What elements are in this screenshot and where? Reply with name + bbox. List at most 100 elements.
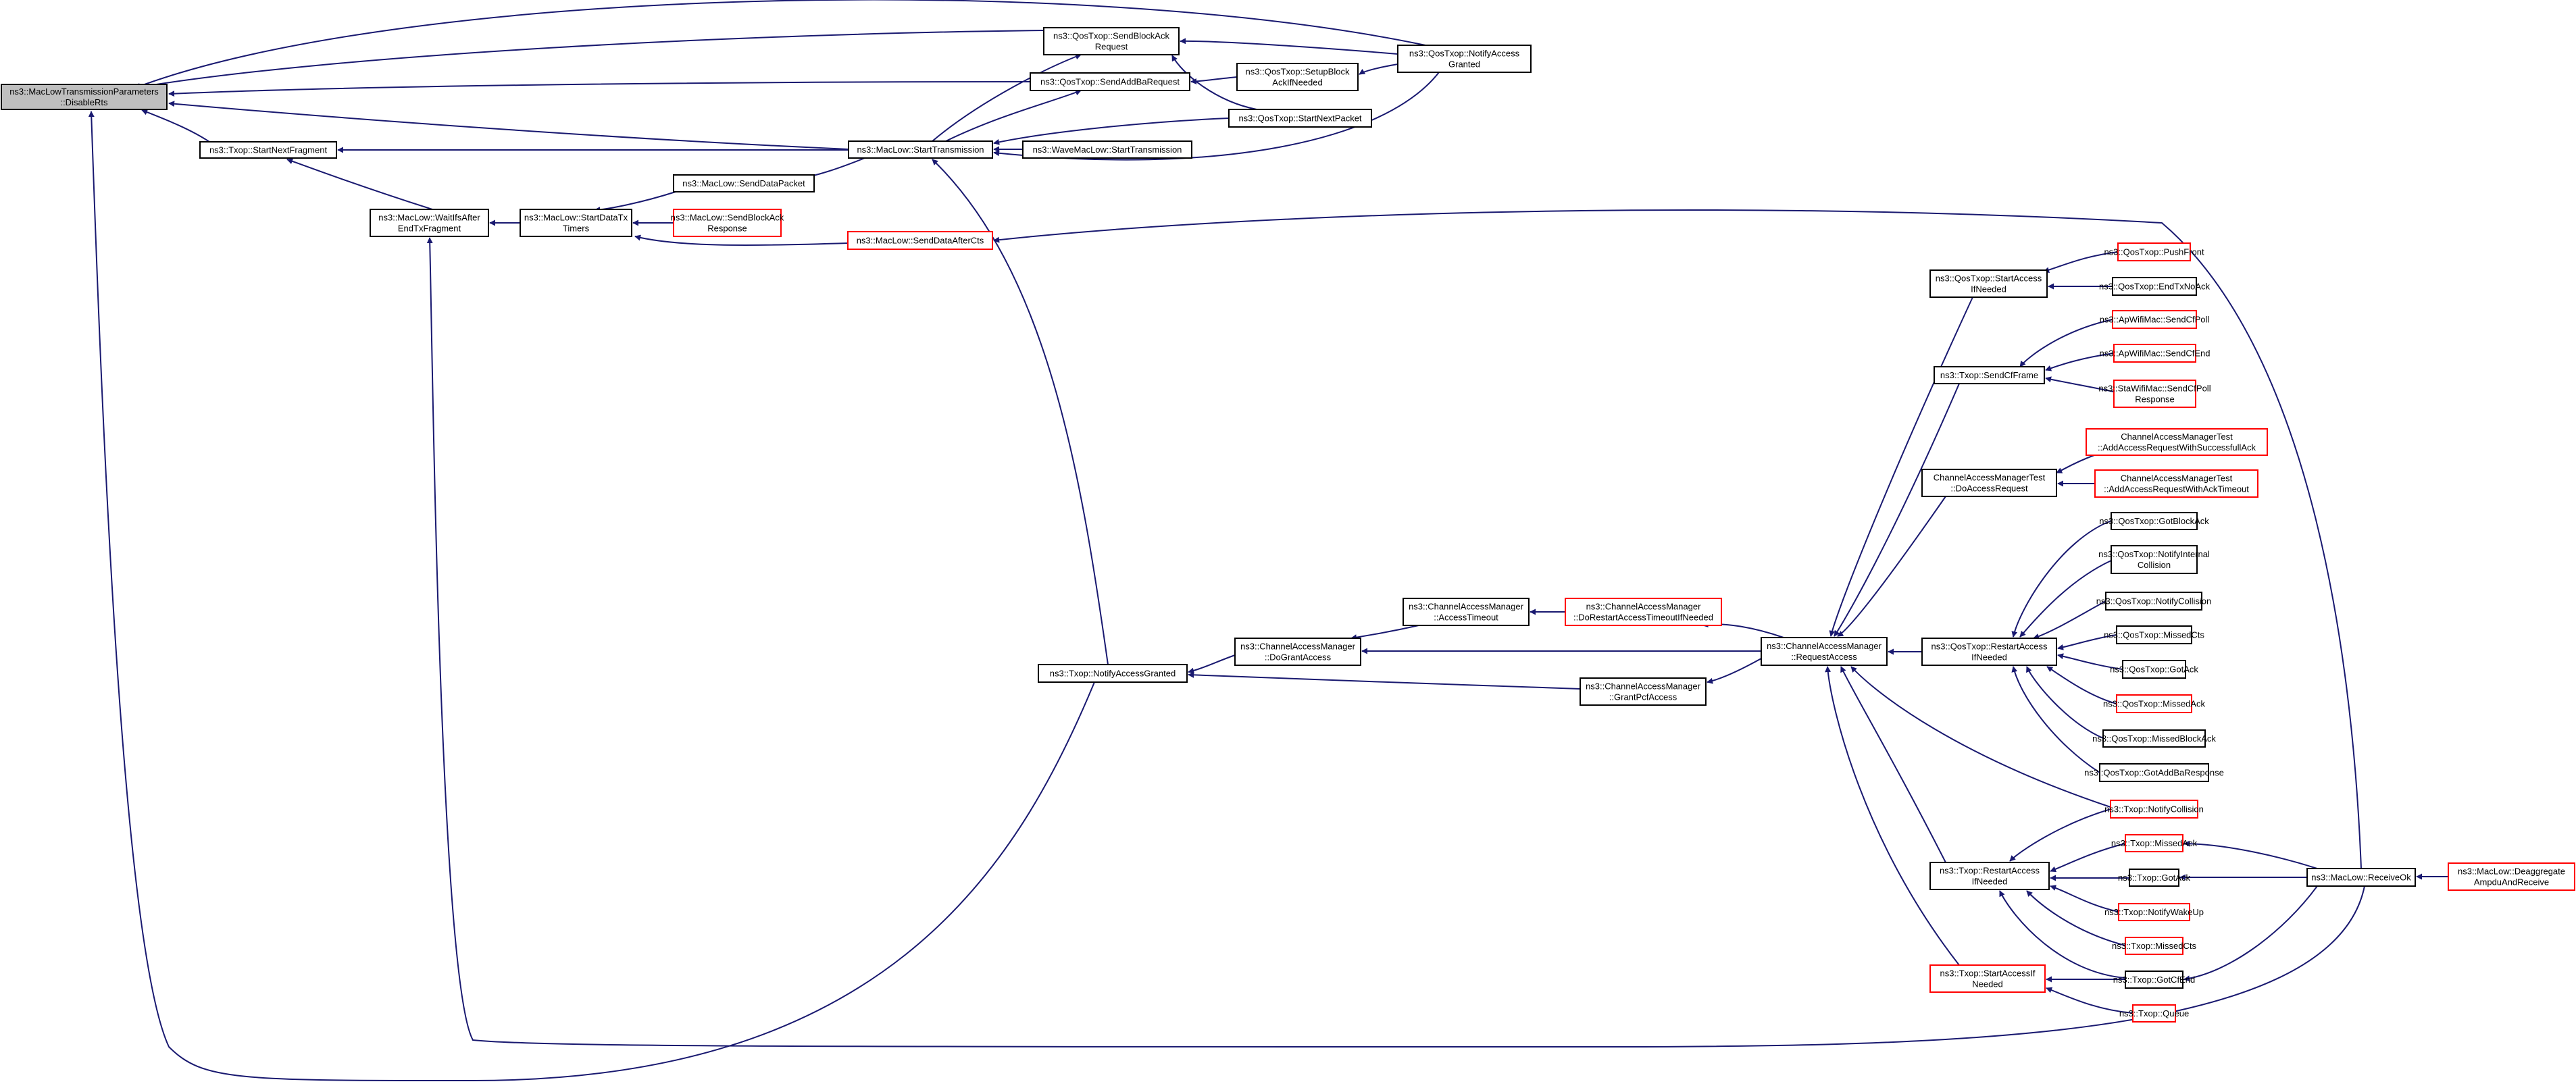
node-wavemaclow_starttransmission[interactable]: ns3::WaveMacLow::StartTransmission — [1022, 140, 1192, 159]
node-txop_sendcfframe[interactable]: ns3::Txop::SendCfFrame — [1934, 366, 2045, 384]
node-box[interactable] — [2117, 242, 2191, 261]
node-box[interactable] — [1043, 27, 1180, 55]
node-txop_missedcts[interactable]: ns3::Txop::MissedCts — [2112, 937, 2196, 955]
node-box[interactable] — [1761, 637, 1888, 666]
node-box[interactable] — [2116, 694, 2192, 713]
node-box[interactable] — [1929, 269, 2048, 298]
node-box[interactable] — [2113, 344, 2196, 363]
node-box[interactable] — [2086, 428, 2268, 456]
node-box[interactable] — [1580, 677, 1707, 706]
node-box[interactable] — [2306, 868, 2416, 887]
node-box[interactable] — [1921, 638, 2057, 666]
node-root[interactable]: ns3::MacLowTransmissionParameters::Disab… — [1, 84, 168, 110]
node-cam_dograntaccess[interactable]: ns3::ChannelAccessManager::DoGrantAccess — [1234, 638, 1361, 666]
node-box[interactable] — [1403, 598, 1530, 626]
node-box[interactable] — [1929, 862, 2050, 890]
node-box[interactable] — [1565, 598, 1722, 626]
node-box[interactable] — [2122, 660, 2186, 679]
node-box[interactable] — [1, 84, 168, 110]
node-box[interactable] — [2112, 277, 2197, 296]
node-qostxop_missedack[interactable]: ns3::QosTxop::MissedAck — [2103, 694, 2205, 713]
node-camtest_addaccessacktimeout[interactable]: ChannelAccessManagerTest::AddAccessReque… — [2094, 469, 2258, 498]
node-box[interactable] — [2113, 380, 2196, 408]
node-qostxop_pushfront[interactable]: ns3::QosTxop::PushFront — [2104, 242, 2204, 261]
node-qostxop_sendaddbarequest[interactable]: ns3::QosTxop::SendAddBaRequest — [1030, 72, 1190, 91]
node-box[interactable] — [848, 140, 993, 159]
node-box[interactable] — [1934, 366, 2045, 384]
node-box[interactable] — [1234, 638, 1361, 666]
node-qostxop_gotaddbaresponse[interactable]: ns3::QosTxop::GotAddBaResponse — [2084, 763, 2224, 782]
node-box[interactable] — [673, 209, 782, 237]
node-box[interactable] — [2110, 800, 2198, 819]
node-cam_requestaccess[interactable]: ns3::ChannelAccessManager::RequestAccess — [1761, 637, 1888, 666]
node-box[interactable] — [520, 209, 632, 237]
node-cam_accesstimeout[interactable]: ns3::ChannelAccessManager::AccessTimeout — [1403, 598, 1530, 626]
node-box[interactable] — [2125, 834, 2183, 852]
node-box[interactable] — [2112, 310, 2197, 329]
node-qostxop_startnextpacket[interactable]: ns3::QosTxop::StartNextPacket — [1228, 109, 1372, 128]
node-box[interactable] — [199, 141, 337, 159]
node-box[interactable] — [2448, 862, 2575, 891]
node-box[interactable] — [2116, 625, 2192, 644]
node-camtest_addaccesssuccessful[interactable]: ChannelAccessManagerTest::AddAccessReque… — [2086, 428, 2268, 456]
node-box[interactable] — [2132, 1004, 2176, 1023]
node-box[interactable] — [1921, 469, 2057, 497]
node-box[interactable] — [2094, 469, 2258, 498]
node-qostxop_notifycollision[interactable]: ns3::QosTxop::NotifyCollision — [2096, 592, 2212, 611]
node-box[interactable] — [1022, 140, 1192, 159]
node-box[interactable] — [1236, 63, 1359, 91]
node-txop_notifyaccessgranted[interactable]: ns3::Txop::NotifyAccessGranted — [1038, 664, 1188, 683]
node-box[interactable] — [2111, 512, 2198, 530]
node-txop_queue[interactable]: ns3::Txop::Queue — [2119, 1004, 2189, 1023]
node-box[interactable] — [1038, 664, 1188, 683]
node-box[interactable] — [2125, 937, 2183, 955]
node-maclow_senddataaftercts[interactable]: ns3::MacLow::SendDataAfterCts — [847, 231, 993, 250]
node-box[interactable] — [1228, 109, 1372, 128]
node-box[interactable] — [2099, 763, 2209, 782]
node-box[interactable] — [1030, 72, 1190, 91]
node-qostxop_endtxnoack[interactable]: ns3::QosTxop::EndTxNoAck — [2099, 277, 2211, 296]
node-box[interactable] — [847, 231, 993, 250]
node-camtest_doaccessrequest[interactable]: ChannelAccessManagerTest::DoAccessReques… — [1921, 469, 2057, 497]
node-box[interactable] — [2125, 971, 2183, 989]
node-qostxop_gotblockack[interactable]: ns3::QosTxop::GotBlockAck — [2099, 512, 2209, 530]
node-apwifimac_sendcfend[interactable]: ns3::ApWifiMac::SendCfEnd — [2099, 344, 2211, 363]
node-qostxop_notifyaccessgranted[interactable]: ns3::QosTxop::NotifyAccessGranted — [1397, 45, 1532, 73]
node-qostxop_missedcts[interactable]: ns3::QosTxop::MissedCts — [2104, 625, 2204, 644]
node-box[interactable] — [1929, 964, 2046, 993]
node-box[interactable] — [2102, 729, 2206, 748]
node-txop_missedack[interactable]: ns3::Txop::MissedAck — [2111, 834, 2198, 852]
node-maclow_starttransmission[interactable]: ns3::MacLow::StartTransmission — [848, 140, 993, 159]
node-box[interactable] — [2118, 903, 2190, 921]
node-txop_gotack[interactable]: ns3::Txop::GotAck — [2118, 869, 2190, 887]
node-box[interactable] — [370, 209, 489, 237]
node-box[interactable] — [2129, 869, 2179, 887]
node-txop_gotcfend[interactable]: ns3::Txop::GotCfEnd — [2113, 971, 2195, 989]
node-maclow_senddatapacket[interactable]: ns3::MacLow::SendDataPacket — [673, 174, 815, 192]
node-qostxop_gotack[interactable]: ns3::QosTxop::GotAck — [2110, 660, 2198, 679]
node-cam_dorestartaccesstimeout[interactable]: ns3::ChannelAccessManager::DoRestartAcce… — [1565, 598, 1722, 626]
node-qostxop_missedblockack[interactable]: ns3::QosTxop::MissedBlockAck — [2092, 729, 2216, 748]
node-txop_notifycollision[interactable]: ns3::Txop::NotifyCollision — [2104, 800, 2204, 819]
node-txop_notifywakeup[interactable]: ns3::Txop::NotifyWakeUp — [2104, 903, 2204, 921]
node-box[interactable] — [2105, 592, 2202, 611]
node-box[interactable] — [673, 174, 815, 192]
node-apwifimac_sendcfpoll[interactable]: ns3::ApWifiMac::SendCfPoll — [2100, 310, 2210, 329]
node-cam_grantpcfaccess[interactable]: ns3::ChannelAccessManager::GrantPcfAcces… — [1580, 677, 1707, 706]
node-txop_startnextfragment[interactable]: ns3::Txop::StartNextFragment — [199, 141, 337, 159]
node-maclow_receiveok[interactable]: ns3::MacLow::ReceiveOk — [2306, 868, 2416, 887]
node-box[interactable] — [1397, 45, 1532, 73]
node-box[interactable] — [2111, 545, 2198, 574]
